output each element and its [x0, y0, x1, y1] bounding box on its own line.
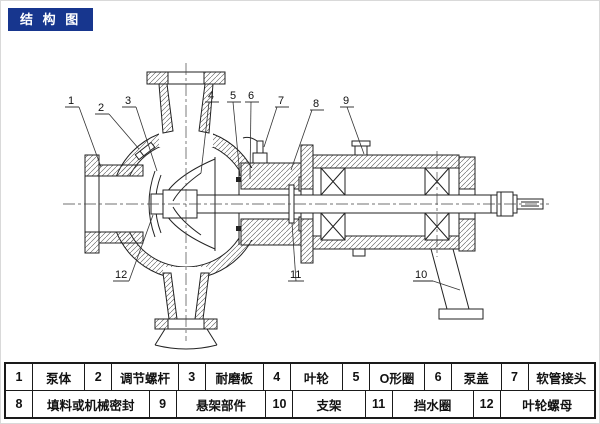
leader-lines	[78, 101, 461, 291]
part-name-cell: 挡水圈	[391, 391, 473, 417]
callout-labels: 1 2 3 4 5 6 7 8 9 10 11 12	[68, 90, 427, 281]
callout-7: 7	[278, 95, 284, 107]
part-number-cell: 4	[262, 364, 290, 390]
bearing-housing	[300, 140, 476, 264]
part-name-cell: 调节螺杆	[111, 364, 178, 390]
page-title-banner: 结 构 图	[8, 8, 94, 31]
callout-6: 6	[248, 90, 254, 102]
part-name-cell: 软管接头	[527, 364, 595, 390]
part-name-cell: 支架	[292, 391, 364, 417]
callout-12: 12	[115, 269, 127, 281]
adjusting-screw	[134, 141, 156, 161]
part-name-cell: 泵体	[32, 364, 84, 390]
callout-5: 5	[230, 90, 236, 102]
part-number-cell: 2	[84, 364, 111, 390]
discharge-neck	[146, 71, 226, 134]
callout-10: 10	[415, 269, 427, 281]
callout-11: 11	[290, 269, 301, 281]
diagram-area: 1 2 3 4 5 6 7 8 9 10 11 12	[1, 27, 599, 361]
part-name-cell: 悬架部件	[175, 391, 266, 417]
parts-table-row-1: 1 泵体 2 调节螺杆 3 耐磨板 4 叶轮 5 O形圈 6 泵盖 7 软管接头	[6, 364, 594, 390]
part-number-cell: 11	[364, 391, 392, 417]
parts-table-row-2: 8 填料或机械密封 9 悬架部件 10 支架 11 挡水圈 12 叶轮螺母	[6, 390, 594, 417]
part-name-cell: 泵盖	[451, 364, 500, 390]
centerlines	[63, 63, 549, 341]
page-title: 结 构 图	[20, 12, 82, 27]
callout-2: 2	[98, 102, 104, 114]
part-name-cell: 填料或机械密封	[32, 391, 149, 417]
callout-4: 4	[208, 90, 214, 102]
part-number-cell: 3	[177, 364, 205, 390]
callout-8: 8	[313, 98, 319, 110]
callout-underlines	[65, 101, 433, 282]
part-name-cell: O形圈	[368, 364, 424, 390]
part-number-cell: 1	[15, 370, 23, 384]
hose-connector	[242, 136, 268, 164]
part-name-cell: 耐磨板	[204, 364, 263, 390]
part-number-cell: 12	[472, 391, 500, 417]
pump-structure-diagram: 1 2 3 4 5 6 7 8 9 10 11 12	[63, 63, 549, 350]
support-leg	[430, 248, 484, 320]
parts-table: 1 泵体 2 调节螺杆 3 耐磨板 4 叶轮 5 O形圈 6 泵盖 7 软管接头…	[4, 362, 596, 419]
part-number-cell: 5	[341, 364, 369, 390]
part-number-cell: 8	[15, 397, 23, 411]
part-name-cell: 叶轮螺母	[499, 391, 594, 417]
part-number-cell: 6	[424, 364, 451, 390]
part-name-cell: 叶轮	[289, 364, 342, 390]
callout-3: 3	[125, 95, 131, 107]
part-number-cell: 10	[265, 391, 292, 417]
part-number-cell: 9	[148, 391, 176, 417]
callout-1: 1	[68, 95, 74, 107]
callout-9: 9	[343, 95, 349, 107]
part-number-cell: 7	[500, 364, 528, 390]
